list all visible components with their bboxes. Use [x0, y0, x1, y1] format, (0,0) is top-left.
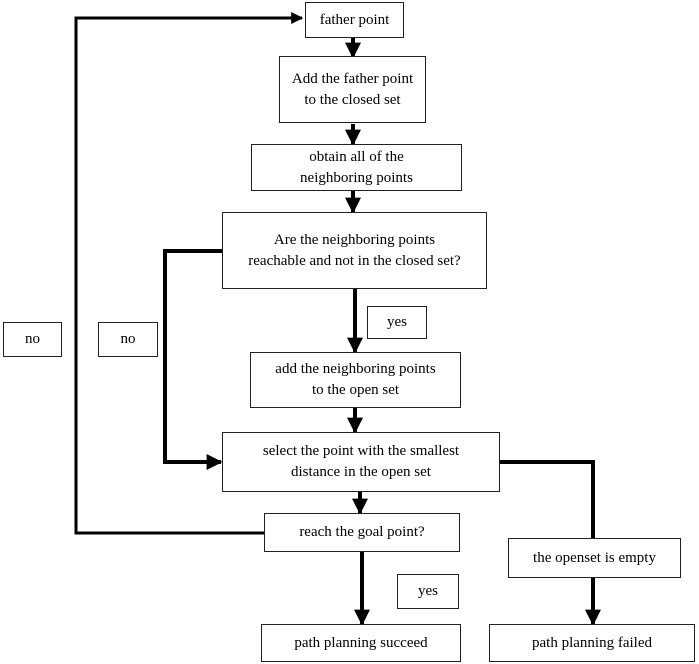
openset-empty-box: the openset is empty	[508, 538, 681, 578]
path-planning-succeed-box: path planning succeed	[261, 624, 461, 662]
no-label-inner: no	[98, 322, 158, 357]
add-to-closed-set-box: Add the father point to the closed set	[279, 56, 426, 123]
arrow-reach-goal-no-loop	[74, 12, 304, 535]
obtain-neighbors-box: obtain all of the neighboring points	[251, 144, 462, 191]
father-point-box: father point	[305, 2, 404, 38]
connector-select-to-openset-empty	[500, 460, 595, 538]
reachable-check-box: Are the neighboring points reachable and…	[222, 212, 487, 289]
arrow-reachable-no-loop	[163, 249, 223, 470]
yes-label-reachable: yes	[367, 306, 427, 339]
yes-label-goal: yes	[397, 574, 459, 609]
select-smallest-distance-box: select the point with the smallest dista…	[222, 432, 500, 492]
no-label-outer: no	[3, 322, 62, 357]
reach-goal-box: reach the goal point?	[264, 513, 460, 552]
path-planning-failed-box: path planning failed	[489, 624, 695, 662]
add-to-open-set-box: add the neighboring points to the open s…	[250, 352, 461, 408]
